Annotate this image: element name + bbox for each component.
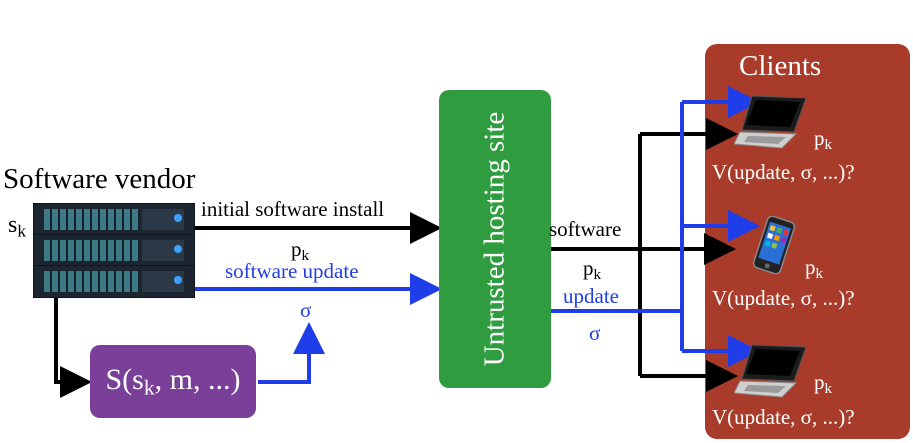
clients-title: Clients: [739, 50, 822, 82]
client-3-verify: V(update, σ, ...)?: [712, 405, 855, 429]
sign-function-label: S(sk, m, ...): [105, 363, 241, 400]
laptop-icon: [733, 94, 810, 155]
vendor-title: Software vendor: [3, 163, 196, 195]
secret-key-label: sk: [8, 212, 26, 241]
install-label: initial software install: [201, 197, 385, 221]
hosting-software-label: software: [549, 217, 622, 241]
sigma-label: σ: [300, 298, 312, 322]
update-label: software update: [225, 259, 359, 283]
hosting-site-box: Untrusted hosting site: [439, 90, 551, 388]
sign-input-arrow: [54, 298, 92, 398]
laptop-icon: [733, 343, 810, 404]
hosting-sigma-label: σ: [589, 321, 601, 345]
client-1-pubkey: pk: [814, 126, 833, 153]
vendor-pubkey-label: pk: [291, 237, 310, 264]
smartphone-icon: [746, 215, 802, 279]
sign-function-box: S(sk, m, ...): [90, 345, 256, 418]
hosting-site-label: Untrusted hosting site: [478, 111, 511, 367]
client-3-pubkey: pk: [814, 370, 833, 397]
client-1-verify: V(update, σ, ...)?: [712, 160, 855, 184]
hosting-update-label: update: [563, 284, 619, 308]
hosting-pubkey-label: pk: [583, 256, 602, 283]
sigma-output-arrow: [258, 322, 325, 384]
client-2-verify: V(update, σ, ...)?: [712, 286, 855, 310]
client-2-pubkey: pk: [805, 255, 824, 282]
